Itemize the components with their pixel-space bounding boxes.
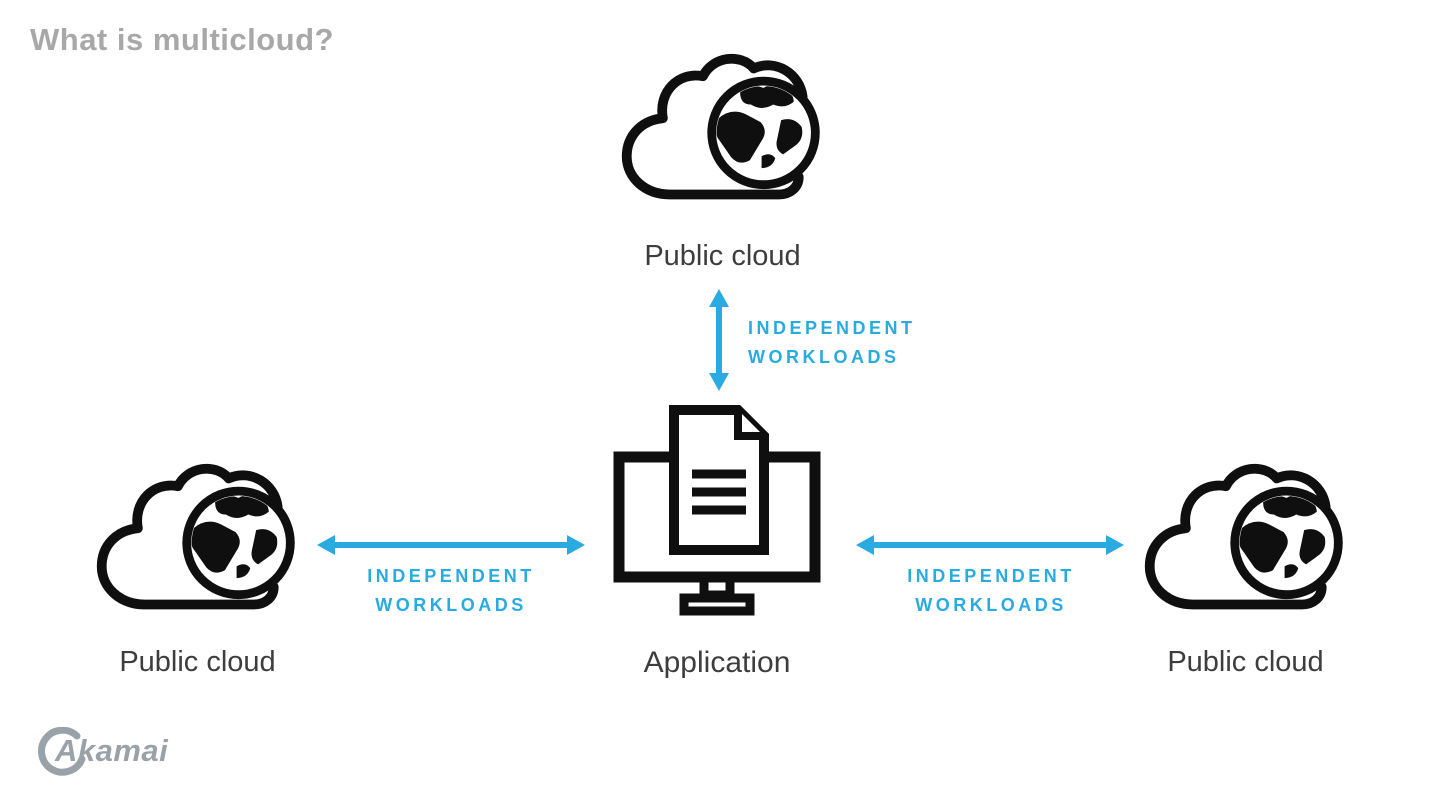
- node-public-cloud-left: Public cloud: [90, 450, 305, 690]
- node-label: Application: [643, 646, 791, 679]
- akamai-swoosh-icon: [38, 727, 86, 776]
- node-application: Application: [612, 400, 822, 690]
- edge-label-line2: WORKLOADS: [915, 595, 1067, 615]
- monitor-document-icon: [612, 400, 822, 630]
- akamai-wordmark: Akamai: [55, 733, 169, 768]
- cloud-globe-icon: [90, 450, 305, 626]
- edge-label: INDEPENDENT WORKLOADS: [748, 314, 916, 372]
- cloud-globe-icon: [615, 40, 830, 216]
- page-title: What is multicloud?: [30, 22, 334, 57]
- edge-label-line1: INDEPENDENT: [367, 566, 535, 586]
- edge-label-line1: INDEPENDENT: [907, 566, 1075, 586]
- node-label: Public cloud: [644, 240, 801, 272]
- double-arrow-horizontal-icon: [855, 527, 1125, 563]
- node-public-cloud-top: Public cloud: [615, 40, 830, 275]
- edge-label-line1: INDEPENDENT: [748, 318, 916, 338]
- double-arrow-horizontal-icon: [316, 527, 586, 563]
- edge-label-line2: WORKLOADS: [748, 347, 900, 367]
- node-label: Public cloud: [119, 646, 276, 678]
- edge-label: INDEPENDENT WORKLOADS: [326, 562, 576, 620]
- edge-label: INDEPENDENT WORKLOADS: [866, 562, 1116, 620]
- akamai-logo: Akamai: [33, 724, 263, 786]
- double-arrow-vertical-icon: [701, 288, 737, 392]
- node-label: Public cloud: [1167, 646, 1324, 678]
- node-public-cloud-right: Public cloud: [1138, 450, 1353, 690]
- cloud-globe-icon: [1138, 450, 1353, 626]
- edge-label-line2: WORKLOADS: [375, 595, 527, 615]
